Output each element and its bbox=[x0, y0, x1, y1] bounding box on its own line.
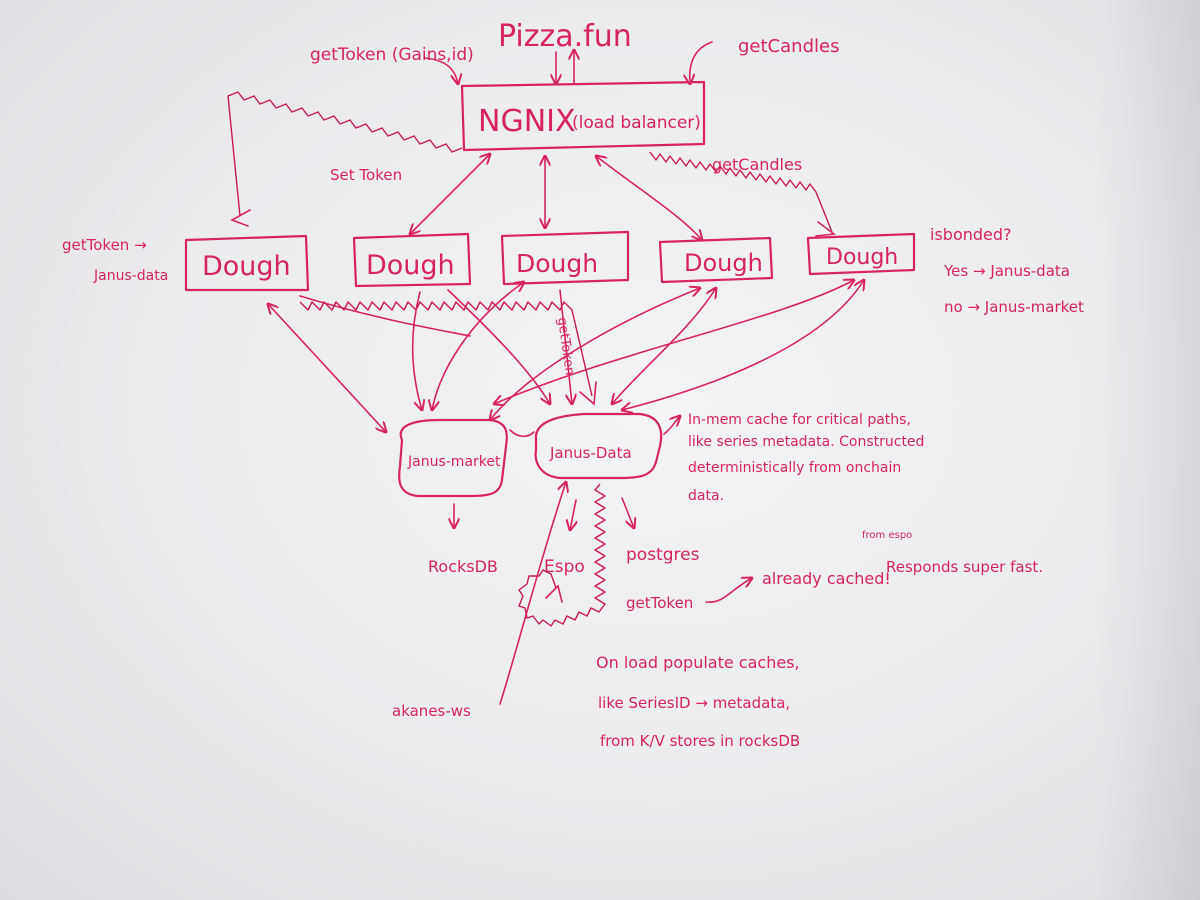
arrow-get-candles-in bbox=[690, 41, 713, 84]
hook-janus-market bbox=[509, 429, 535, 438]
postgres-label: postgres bbox=[626, 545, 700, 565]
dough-box-1: Dough bbox=[184, 234, 310, 292]
arrow-dough5-janus-data bbox=[622, 280, 864, 410]
site-label: Pizza.fun bbox=[498, 19, 632, 54]
isbonded-label: isbonded? bbox=[930, 225, 1012, 244]
arrow-dough2-janus-market bbox=[411, 291, 422, 410]
janus-data-label: Janus-Data bbox=[549, 444, 632, 462]
dough-3-label: Dough bbox=[516, 249, 598, 278]
responds-label: Responds super fast. bbox=[886, 558, 1043, 576]
note-line-4: data. bbox=[688, 488, 724, 504]
janus-market-label: Janus-market bbox=[407, 454, 501, 470]
arrow-janus-data-note bbox=[663, 416, 680, 435]
dough-5-label: Dough bbox=[826, 245, 898, 270]
arrow-get-token-in bbox=[424, 57, 458, 84]
arrowhead-set-token bbox=[230, 209, 251, 227]
isbonded-no: no → Janus-market bbox=[944, 298, 1084, 316]
arrow-dough1-janus-market bbox=[268, 304, 386, 432]
arrow-to-espo bbox=[570, 499, 576, 530]
espo-label: Espo bbox=[544, 557, 585, 577]
zigzag-onload-loop bbox=[518, 483, 606, 627]
janus-market-box: Janus-market bbox=[398, 418, 508, 498]
get-token-caller-label: getToken (Gains,id) bbox=[310, 45, 474, 65]
set-token-label: Set Token bbox=[330, 166, 402, 184]
arrow-nginx-dough-4 bbox=[596, 156, 702, 240]
rocksdb-label: RocksDB bbox=[428, 557, 498, 576]
zigzag-dough-to-janus-data bbox=[299, 301, 593, 397]
janus-data-box: Janus-Data bbox=[534, 412, 663, 480]
dough-box-3: Dough bbox=[500, 230, 630, 286]
arrow-nginx-dough-2 bbox=[410, 154, 490, 234]
get-candles-edge-label: getCandles bbox=[712, 155, 802, 174]
from-espo-label: from espo bbox=[862, 530, 912, 541]
dough-left-note-2: Janus-data bbox=[93, 268, 168, 284]
dough-box-2: Dough bbox=[352, 232, 472, 288]
arrow-akanes-ws bbox=[499, 482, 566, 705]
dough-2-label: Dough bbox=[366, 250, 455, 281]
onload-line-3: from K/V stores in rocksDB bbox=[600, 732, 800, 750]
zigzag-set-token bbox=[227, 91, 463, 217]
nginx-subtitle: (load balancer) bbox=[572, 113, 701, 133]
dough-left-note-1: getToken → bbox=[62, 236, 147, 254]
onload-line-1: On load populate caches, bbox=[596, 653, 800, 672]
arrowhead-loop bbox=[545, 584, 563, 603]
arrowhead-get-candles bbox=[815, 221, 837, 237]
dough-box-4: Dough bbox=[658, 236, 774, 284]
dough-4-label: Dough bbox=[684, 249, 763, 277]
akanes-ws-label: akanes-ws bbox=[392, 702, 471, 720]
isbonded-yes: Yes → Janus-data bbox=[943, 262, 1070, 280]
nginx-title: NGNIX bbox=[478, 104, 576, 139]
already-cached-label: already cached! bbox=[762, 569, 891, 588]
cache-get-token-label: getToken bbox=[626, 594, 693, 612]
paper-shadow bbox=[1095, 0, 1200, 900]
zigzag-get-candles bbox=[649, 151, 833, 233]
note-line-1: In-mem cache for critical paths, bbox=[688, 412, 911, 428]
arrow-dough3-janus-market bbox=[432, 282, 524, 410]
arrow-already-cached bbox=[705, 578, 752, 603]
note-line-3: deterministically from onchain bbox=[688, 460, 901, 476]
arrow-to-postgres bbox=[621, 497, 634, 528]
get-candles-caller-label: getCandles bbox=[738, 36, 839, 57]
get-token-vertical-label: getToken bbox=[554, 316, 577, 376]
onload-line-2: like SeriesID → metadata, bbox=[598, 694, 790, 712]
nginx-box: NGNIX (load balancer) bbox=[460, 80, 706, 152]
note-line-2: like series metadata. Constructed bbox=[688, 434, 924, 450]
dough-box-5: Dough bbox=[806, 232, 916, 276]
arrowhead-zigzag-janus-data bbox=[579, 381, 597, 406]
dough-1-label: Dough bbox=[202, 251, 291, 282]
